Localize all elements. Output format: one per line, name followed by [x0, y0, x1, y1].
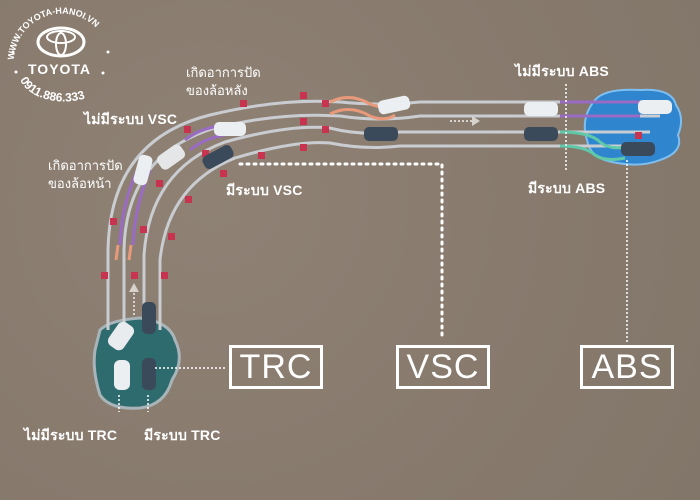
vsc-on-label: มีระบบ VSC — [226, 182, 303, 198]
cars — [107, 95, 672, 390]
front-skid-note-line1: เกิดอาการปัด — [48, 158, 123, 173]
leader-lines — [118, 84, 628, 412]
trc-on-label: มีระบบ TRC — [144, 427, 221, 443]
logo-phone-text: 0911.886.333 — [17, 74, 86, 104]
trc-puddle — [92, 316, 181, 410]
car-white — [638, 100, 672, 114]
front-skid-note: เกิดอาการปัด ของล้อหน้า — [48, 157, 123, 193]
car-dark — [142, 358, 156, 390]
car-white — [107, 321, 135, 351]
car-dark — [524, 127, 558, 141]
car-white — [133, 154, 153, 186]
logo-brand-text: TOYOTA — [28, 61, 92, 77]
abs-off-label: ไม่มีระบบ ABS — [515, 63, 609, 79]
abs-box: ABS — [580, 345, 674, 389]
skid-marks — [114, 96, 640, 261]
car-dark — [202, 145, 234, 169]
rear-skid-note-line2: ของล้อหลัง — [186, 83, 248, 98]
front-skid-note-line2: ของล้อหน้า — [48, 176, 112, 191]
rear-skid-note-line1: เกิดอาการปัด — [186, 65, 261, 80]
trc-box: TRC — [229, 345, 323, 389]
car-dark — [364, 127, 398, 141]
toyota-logo: WWW.TOYOTA-HANOI.VN 0911.886.333 — [6, 6, 110, 105]
car-white — [214, 122, 246, 136]
trc-off-label: ไม่มีระบบ TRC — [24, 427, 118, 443]
car-white — [114, 360, 130, 390]
rear-skid-note: เกิดอาการปัด ของล้อหลัง — [186, 64, 261, 100]
car-dark — [142, 302, 156, 334]
direction-arrows — [129, 116, 480, 315]
vsc-off-label: ไม่มีระบบ VSC — [84, 111, 178, 127]
car-white — [524, 102, 558, 116]
abs-on-label: มีระบบ ABS — [528, 180, 606, 196]
car-white — [156, 144, 186, 170]
cone-markers — [101, 92, 642, 279]
vsc-box: VSC — [396, 345, 490, 389]
car-dark — [621, 142, 655, 156]
car-white — [377, 95, 411, 115]
